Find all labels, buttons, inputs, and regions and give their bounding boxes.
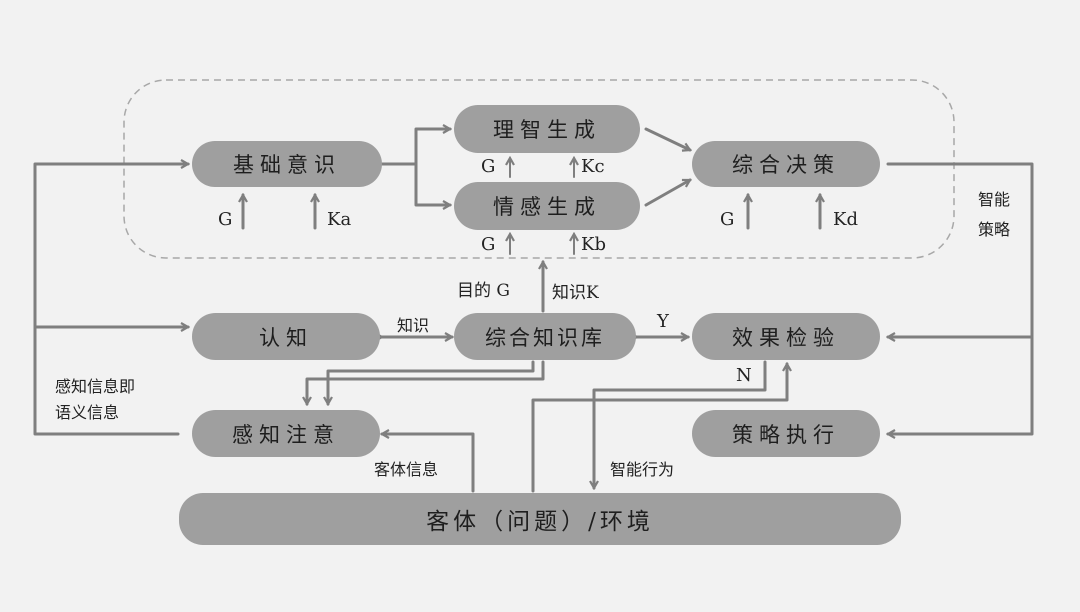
- arrow-ganzhi-to-left-loop: [33, 164, 188, 436]
- arrow-juece-to-right-loop: [888, 162, 1034, 434]
- arrow-zhishiku-to-ganzhi-a: [307, 360, 545, 404]
- label-ganzhi-xinxi-line1: 感知信息即: [55, 377, 136, 396]
- label-zhineng-celue-line2: 策略: [978, 220, 1011, 239]
- label-g-lizhi: G: [481, 156, 496, 177]
- arrow-env-to-ganzhi: [382, 434, 475, 493]
- label-g-juece: G: [720, 209, 735, 230]
- arrow-env-to-jianyan: [531, 364, 787, 493]
- label-no: N: [736, 365, 752, 386]
- node-zonghe-zhishiku: 综合知识库: [454, 313, 636, 360]
- label-yes: Y: [657, 311, 669, 332]
- node-renzhi: 认知: [192, 313, 380, 360]
- arrow-lizhi-to-juece: [644, 127, 690, 150]
- node-qinggan-shengcheng: 情感生成: [454, 182, 640, 230]
- label-ka: Ka: [327, 209, 352, 230]
- node-keti-huanjing: 客体（问题）/环境: [179, 493, 901, 545]
- node-ganzhi-zhuyi: 感知注意: [192, 410, 380, 457]
- node-zonghe-juece: 综合决策: [692, 141, 880, 187]
- arrow-jianyan-no: [594, 360, 767, 488]
- label-zhineng-xingwei: 智能行为: [610, 460, 675, 479]
- label-ganzhi-xinxi-line2: 语义信息: [55, 403, 120, 422]
- label-kb: Kb: [581, 234, 606, 255]
- label-zhishi: 知识: [397, 316, 430, 335]
- node-lizhi-shengcheng: 理智生成: [454, 105, 640, 153]
- arrow-qinggan-to-juece: [644, 178, 690, 207]
- label-g-qinggan: G: [481, 234, 496, 255]
- label-kd: Kd: [833, 209, 858, 230]
- node-celue-zhixing: 策略执行: [692, 410, 880, 457]
- arrow-jichu-to-lizhi: [380, 129, 450, 166]
- node-jichu-yishi: 基础意识: [192, 141, 382, 187]
- label-zhineng-celue-line1: 智能: [978, 190, 1011, 209]
- dashed-group-border: [123, 79, 955, 259]
- label-g-jichu: G: [218, 209, 233, 230]
- node-xiaoguo-jianyan: 效果检验: [692, 313, 880, 360]
- label-zhishi-k: 知识K: [552, 283, 599, 303]
- label-mudi-g: 目的 G: [457, 281, 510, 301]
- arrow-jichu-to-qinggan: [414, 162, 450, 205]
- label-kc: Kc: [581, 156, 605, 177]
- label-keti-xinxi: 客体信息: [374, 460, 439, 479]
- arrow-zhishiku-to-ganzhi-b: [328, 360, 535, 404]
